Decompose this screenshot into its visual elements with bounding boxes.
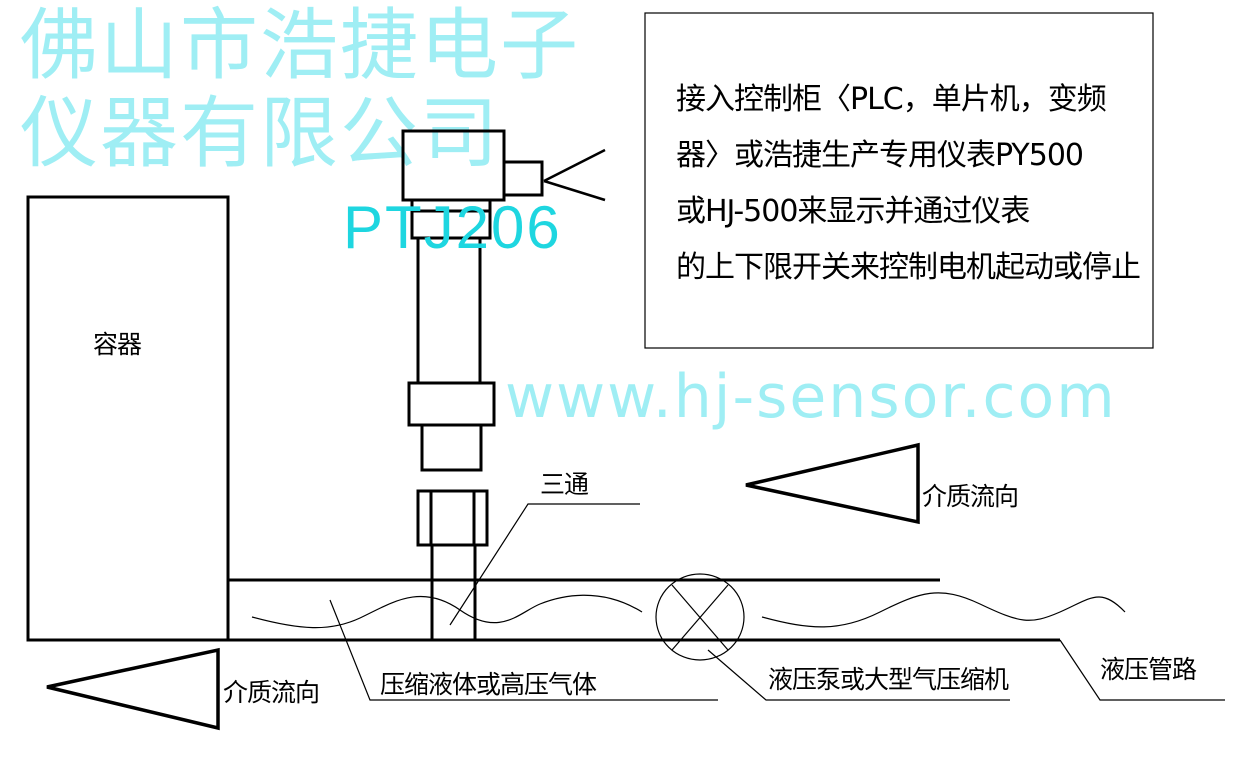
tee-fitting bbox=[416, 489, 489, 640]
container-vessel bbox=[26, 195, 230, 642]
tee-label: 三通 bbox=[540, 470, 589, 499]
container-label: 容器 bbox=[93, 330, 142, 359]
watermark-company: 佛山市浩捷电子仪器有限公司 bbox=[20, 2, 580, 178]
sensor-model-label: PTJ206 bbox=[343, 194, 562, 261]
flow-arrow-upper bbox=[745, 442, 920, 525]
note-box bbox=[644, 12, 1154, 349]
medium-label: 压缩液体或高压气体 bbox=[380, 670, 597, 699]
fluid-waves bbox=[251, 592, 1126, 629]
note-line: 或HJ-500来显示并通过仪表 bbox=[676, 194, 1030, 229]
cable-wires bbox=[543, 148, 606, 202]
note-line: 接入控制柜〈PLC，单片机，变频 bbox=[676, 82, 1107, 117]
pipeline bbox=[228, 578, 1060, 642]
pump bbox=[655, 573, 745, 661]
flow-direction-label-upper: 介质流向 bbox=[922, 482, 1019, 511]
pipeline-label: 液压管路 bbox=[1100, 655, 1197, 684]
note-line: 的上下限开关来控制电机起动或停止 bbox=[676, 250, 1141, 285]
pressure-sensor bbox=[401, 129, 544, 472]
flow-arrow-lower bbox=[46, 647, 220, 731]
watermark-company-line-1: 佛山市浩捷电子 bbox=[20, 1, 581, 91]
flow-direction-label-lower: 介质流向 bbox=[223, 678, 320, 707]
watermark-company-line-2: 仪器有限公司 bbox=[20, 89, 501, 179]
watermark-url: www.hj-sensor.com bbox=[505, 362, 1117, 432]
note-text: 接入控制柜〈PLC，单片机，变频 器〉或浩捷生产专用仪表PY500 或HJ-50… bbox=[676, 72, 1141, 296]
note-line: 器〉或浩捷生产专用仪表PY500 bbox=[676, 138, 1084, 173]
pump-label: 液压泵或大型气压缩机 bbox=[768, 665, 1009, 694]
leader-lines bbox=[329, 503, 1225, 701]
